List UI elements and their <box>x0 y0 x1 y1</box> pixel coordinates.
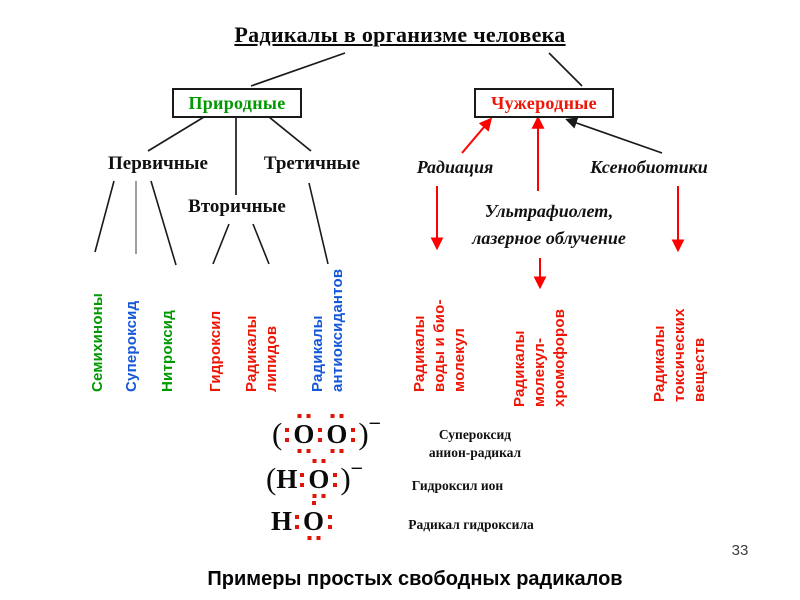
parenthesis: ) <box>358 416 369 451</box>
line-title-foreign <box>548 52 583 87</box>
vlabel-superoxide: Супероксид <box>123 300 140 392</box>
atom-symbol: H <box>271 506 293 536</box>
formula-label-hydroxyl-radical: Радикал гидроксила <box>408 517 534 532</box>
charge-superscript: – <box>351 456 362 478</box>
atom-with-dots: O <box>307 459 330 498</box>
line-secondary-lipid <box>252 223 270 265</box>
atom-with-dots: O <box>292 414 315 453</box>
charge-superscript: – <box>369 411 380 433</box>
line-tertiary-antioxidant <box>308 182 329 265</box>
slide-title: Радикалы в организме человека <box>234 22 566 47</box>
node-primary: Первичные <box>108 153 208 174</box>
electron-dots-top <box>330 414 344 418</box>
line-primary-nitroxide <box>150 180 177 266</box>
line-secondary-hydroxyl <box>212 223 230 265</box>
node-xenobiotics: Ксенобиотики <box>590 157 708 177</box>
node-tertiary: Третичные <box>263 153 361 174</box>
node-foreign: Чужеродные <box>474 88 614 118</box>
electron-dots-bottom <box>297 449 311 453</box>
bond-electron-pair <box>333 472 338 487</box>
bond-electron-pair <box>351 427 356 442</box>
atom-with-dots: O <box>302 501 325 540</box>
bond-electron-pair <box>295 514 300 529</box>
node-secondary: Вторичные <box>188 196 286 217</box>
line-primary-semiquinones <box>94 180 115 253</box>
parenthesis: ) <box>340 461 351 496</box>
electron-dots-bottom <box>330 449 344 453</box>
node-natural: Природные <box>172 88 302 118</box>
arrow-xenobiotics-to-foreign <box>565 117 663 154</box>
vlabel-semiquinones: Семихиноны <box>89 293 106 392</box>
bond-electron-pair <box>328 514 333 529</box>
bond-electron-pair <box>300 472 305 487</box>
line-natural-tertiary <box>268 116 312 152</box>
formula-label-hydroxyl-ion: Гидроксил ион <box>411 478 504 493</box>
line-title-natural <box>250 52 346 87</box>
arrow-radiation-to-foreign <box>461 117 493 154</box>
parenthesis: ( <box>266 461 277 496</box>
page-number: 33 <box>731 542 749 559</box>
electron-dots-bottom <box>312 494 326 498</box>
vlabel-nitroxide: Нитроксид <box>159 310 176 392</box>
atom-symbol: H <box>276 464 298 494</box>
vlabel-hydroxyl: Гидроксил <box>207 310 224 392</box>
electron-dots-bottom <box>307 536 321 540</box>
electron-dots-top <box>311 501 316 505</box>
slide-caption: Примеры простых свободных радикалов <box>207 568 623 590</box>
bond-electron-pair <box>285 427 290 442</box>
node-radiation: Радиация <box>416 157 494 177</box>
parenthesis: ( <box>272 416 283 451</box>
line-natural-primary <box>147 116 205 152</box>
bond-electron-pair <box>318 427 323 442</box>
node-uv-laser: Ультрафиолет,лазерное облучение <box>472 201 626 248</box>
atom-with-dots: O <box>325 414 348 453</box>
electron-dots-top <box>297 414 311 418</box>
electron-dots-top <box>312 459 326 463</box>
